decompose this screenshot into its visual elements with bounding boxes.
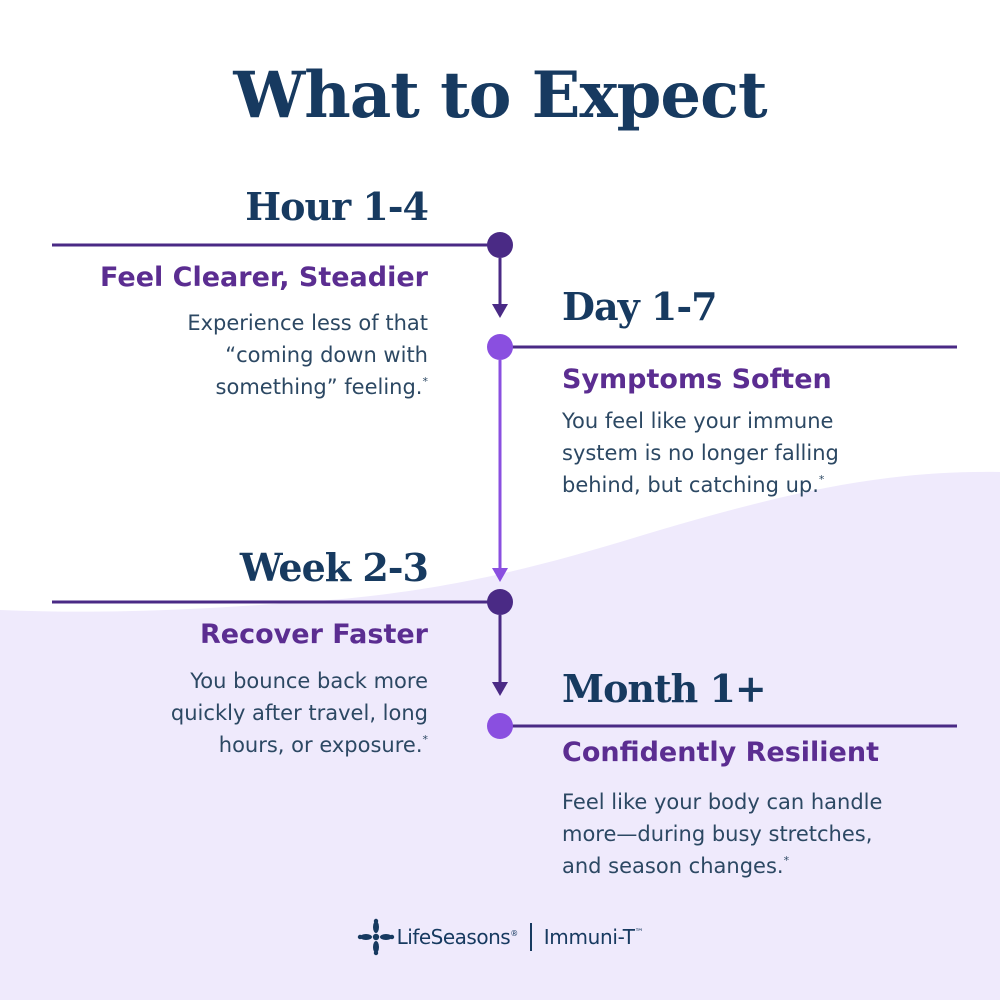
footnote-marker: * (422, 375, 429, 388)
milestone-1-description: Experience less of that “coming down wit… (187, 311, 429, 399)
milestone-1-period: Hour 1-4 (245, 184, 429, 229)
milestone-4-node (487, 713, 513, 739)
milestone-4-description: Feel like your body can handle more—duri… (562, 790, 883, 878)
footer-divider (529, 923, 532, 951)
milestone-1-heading: Feel Clearer, Steadier (100, 262, 428, 293)
arrow-down-icon (492, 304, 508, 318)
milestone-3-node (487, 589, 513, 615)
footnote-marker: * (783, 854, 790, 867)
milestone-2-heading: Symptoms Soften (562, 364, 832, 395)
page-title: What to Expect (233, 58, 767, 133)
registered-mark: ® (510, 929, 518, 938)
milestone-2-period: Day 1-7 (562, 284, 718, 329)
milestone-3-heading: Recover Faster (200, 619, 428, 650)
brand-name: LifeSeasons® (396, 925, 519, 949)
milestone-3-description: You bounce back more quickly after trave… (170, 669, 429, 757)
footnote-marker: * (422, 733, 429, 746)
footnote-marker: * (818, 473, 825, 486)
trademark-mark: ™ (634, 928, 644, 938)
arrow-down-icon (492, 568, 508, 582)
product-name: Immuni-T™ (543, 925, 644, 949)
milestone-4-period: Month 1+ (562, 666, 767, 711)
arrow-down-icon (492, 682, 508, 696)
milestone-2-node (487, 334, 513, 360)
brand-logo: LifeSeasons® (357, 918, 518, 956)
milestone-3-period: Week 2-3 (239, 545, 429, 590)
footer-branding: LifeSeasons® Immuni-T™ (0, 915, 1000, 959)
milestone-2-description: You feel like your immune system is no l… (562, 409, 839, 497)
flower-logo-icon (357, 918, 394, 956)
milestone-1-node (487, 232, 513, 258)
milestone-4-heading: Confidently Resilient (562, 737, 879, 768)
